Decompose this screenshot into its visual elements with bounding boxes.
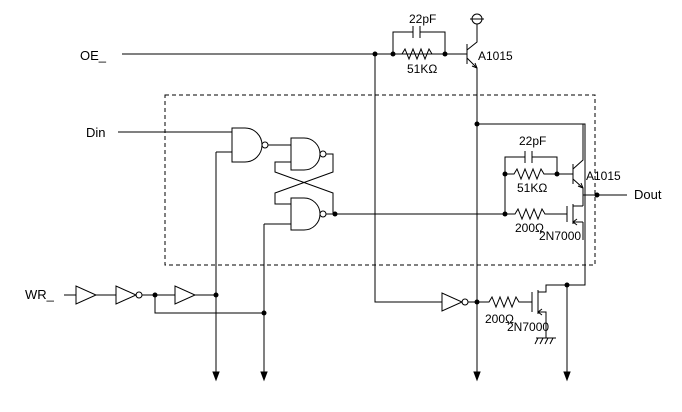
nand-gate-latch-top (268, 137, 327, 171)
signal-label-dout: Dout (634, 187, 662, 202)
oe-output-buffer (441, 292, 485, 312)
oe-wire (122, 51, 467, 303)
signal-label-oe: OE_ (80, 48, 107, 63)
power-rail-symbol (470, 13, 484, 25)
signal-label-wr: WR_ (25, 287, 55, 302)
pnp-transistor-top (466, 24, 478, 380)
nmos-inner-label: 2N7000 (539, 229, 581, 243)
res-nmos-inner-label: 200Ω (515, 221, 544, 235)
nmos-transistor-bottom (531, 282, 570, 380)
ground-symbol (534, 335, 556, 345)
nand-gate-input (216, 127, 269, 163)
signal-label-din: Din (86, 125, 106, 140)
output-bus-lines (212, 152, 571, 382)
inner-supply-wire (474, 121, 586, 286)
q-inner-label: A1015 (586, 169, 621, 183)
pnp-transistor-inner (572, 124, 584, 206)
top-rc-network (390, 26, 448, 61)
res-top-label: 51KΩ (407, 62, 437, 76)
module-boundary-box (164, 94, 596, 266)
nmos-resistor-bottom (485, 295, 532, 309)
nmos-resistor-inner (505, 207, 567, 221)
cap-inner-label: 22pF (519, 134, 546, 148)
latch-cross-coupling (274, 153, 515, 217)
dout-wire (583, 192, 627, 198)
cap-top-label: 22pF (409, 12, 436, 26)
nmos-bottom-label: 2N7000 (507, 320, 549, 334)
nmos-transistor-inner (566, 204, 584, 240)
q-top-label: A1015 (478, 49, 513, 63)
nand-gate-latch-bottom (264, 197, 327, 231)
wr-buffer-chain (64, 285, 267, 316)
inner-rc-network (502, 151, 573, 217)
res-nmos-bottom-label: 200Ω (485, 312, 514, 326)
res-inner-label: 51KΩ (517, 181, 547, 195)
